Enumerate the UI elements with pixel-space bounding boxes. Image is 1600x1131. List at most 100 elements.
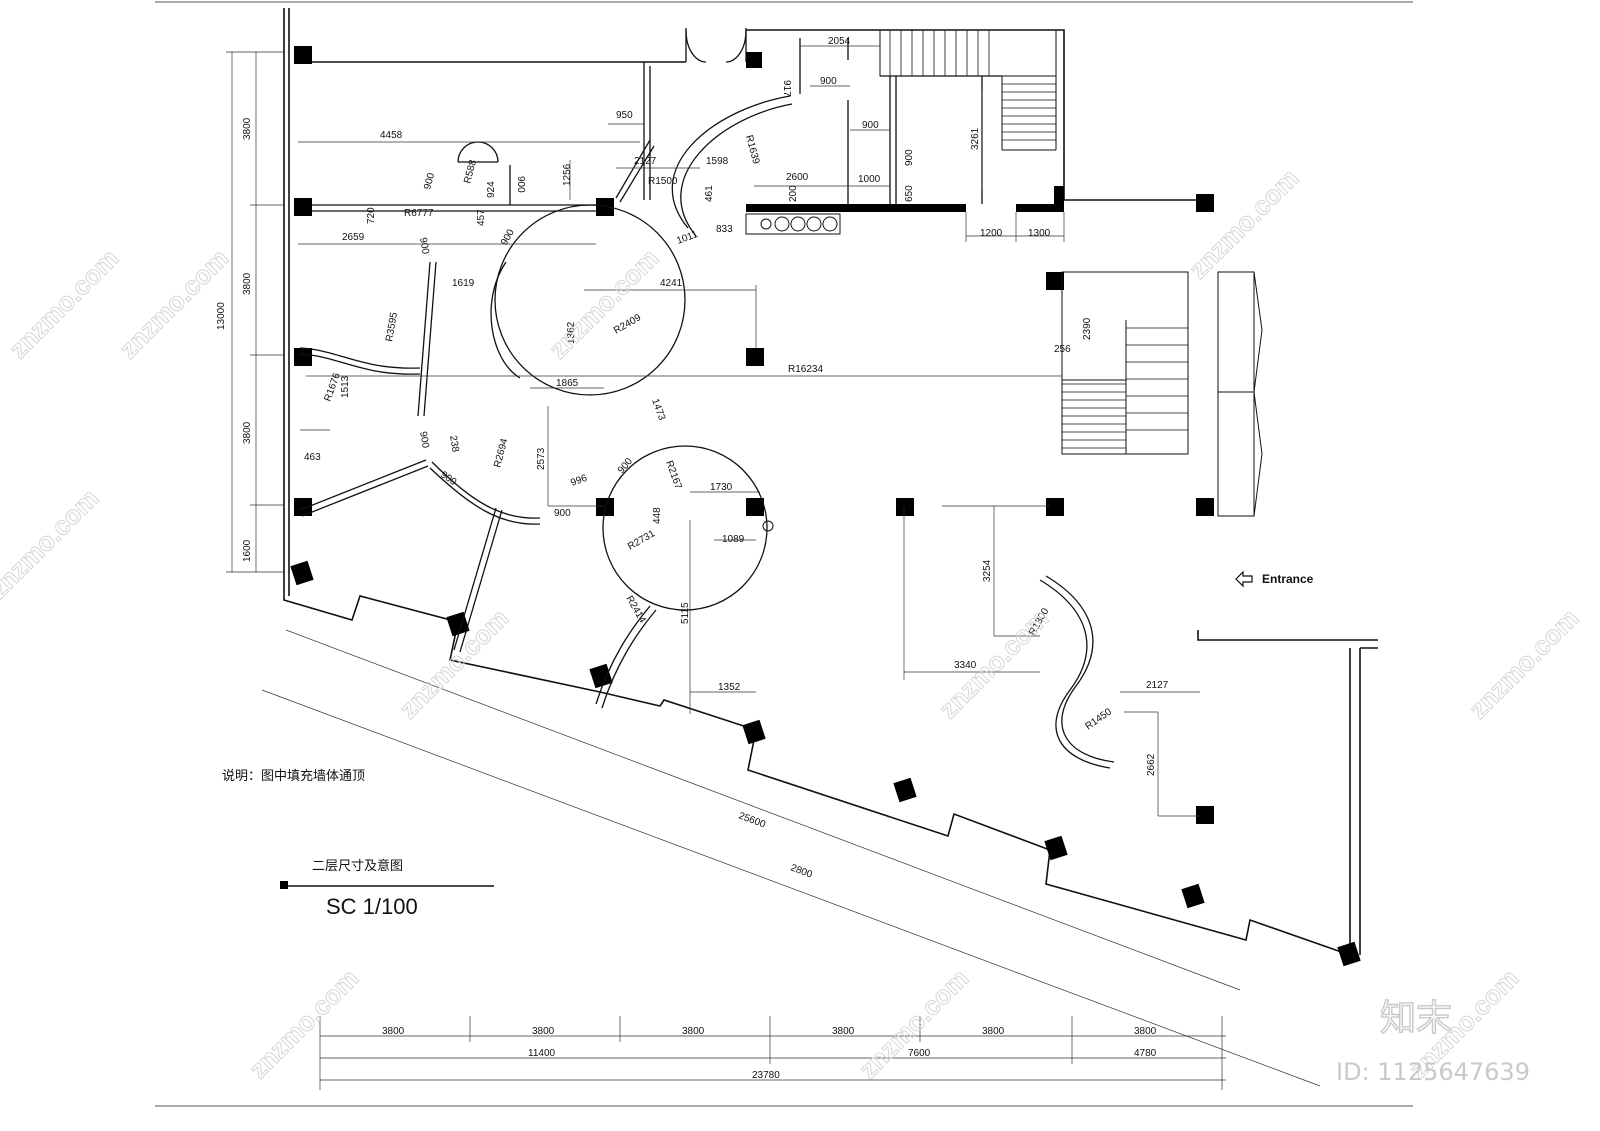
- watermark-9: znzmo.com: [853, 963, 974, 1084]
- dim-950: 950: [616, 110, 633, 121]
- stair-lower: [1061, 271, 1189, 455]
- dim-924: 924: [486, 181, 497, 198]
- dim-238: 238: [447, 435, 461, 454]
- stair-upper-treads: [889, 30, 1056, 141]
- dim-996: 996: [569, 473, 589, 489]
- dim-left-total: 13000: [216, 302, 227, 330]
- filled-walls: [746, 186, 1064, 212]
- dim-2573: 2573: [536, 447, 547, 470]
- dim-463: 463: [304, 452, 321, 463]
- title-block: 二层尺寸及意图 SC 1/100: [280, 858, 494, 919]
- dim-1473: 1473: [649, 397, 667, 422]
- dim-1256: 1256: [562, 163, 573, 186]
- dim-bottom-1: 3800: [382, 1026, 405, 1037]
- dim-R2409: R2409: [612, 312, 643, 336]
- dim-R6777: R6777: [404, 208, 434, 219]
- dim-2390: 2390: [1082, 317, 1093, 340]
- dim-diag-outer: 2800: [789, 863, 814, 881]
- dim-1619: 1619: [452, 278, 475, 289]
- watermark-1: znzmo.com: [3, 243, 124, 364]
- dim-650: 650: [904, 185, 915, 202]
- entrance-marker: Entrance: [1235, 570, 1314, 588]
- dim-bottom-2: 3800: [532, 1026, 555, 1037]
- dim-200: 200: [788, 185, 799, 202]
- dim-bottom-5: 3800: [982, 1026, 1005, 1037]
- watermark-10: znzmo.com: [1463, 603, 1584, 724]
- dim-bottom-4780: 4780: [1134, 1048, 1157, 1059]
- logo-text: 知末: [1380, 998, 1452, 1039]
- site-logo: 知末 ID: 1125647639: [1336, 997, 1530, 1086]
- dim-2600: 2600: [786, 172, 809, 183]
- dim-R1450: R1450: [1083, 706, 1114, 732]
- dimension-lines: [226, 45, 1321, 1090]
- dim-R16234: R16234: [788, 364, 823, 375]
- dim-900-vert: 900: [515, 176, 526, 193]
- columns: [290, 46, 1361, 967]
- dim-4458: 4458: [380, 130, 403, 141]
- dim-900k: 900: [554, 508, 571, 519]
- title-marker: [280, 881, 288, 889]
- dim-5115: 5115: [680, 602, 691, 624]
- toilet-fixtures: [745, 213, 841, 532]
- dim-bottom-6: 3800: [1134, 1026, 1157, 1037]
- watermark-4: znzmo.com: [1183, 163, 1304, 284]
- dim-2127a: 2127: [634, 156, 657, 167]
- watermark-3: znzmo.com: [543, 243, 664, 364]
- dim-2054: 2054: [828, 36, 851, 47]
- dim-2659: 2659: [342, 232, 365, 243]
- dim-3340: 3340: [954, 660, 977, 671]
- dim-bottom-total: 23780: [752, 1070, 780, 1081]
- dim-833: 833: [716, 224, 733, 235]
- dim-R2167: R2167: [663, 459, 684, 491]
- dim-R2694: R2694: [492, 437, 510, 469]
- dim-1730: 1730: [710, 482, 733, 493]
- dim-2662: 2662: [1146, 753, 1157, 776]
- dim-R2731: R2731: [626, 528, 657, 552]
- drawing-title: 二层尺寸及意图: [312, 858, 403, 874]
- dim-900i: 900: [616, 456, 635, 476]
- dim-917: 917: [781, 80, 792, 97]
- dim-bottom-4: 3800: [832, 1026, 855, 1037]
- dim-R1500: R1500: [648, 176, 678, 187]
- dim-900e: 900: [422, 171, 437, 190]
- drawing-scale: SC 1/100: [326, 894, 418, 919]
- dim-R1639: R1639: [743, 134, 761, 166]
- dim-900a: 900: [820, 76, 837, 87]
- dim-900b: 900: [862, 120, 879, 131]
- dim-1352: 1352: [718, 682, 741, 693]
- dim-1598: 1598: [706, 156, 729, 167]
- dim-720: 720: [366, 207, 377, 224]
- dim-bottom-11400: 11400: [528, 1048, 556, 1059]
- dim-left-seg-4: 1600: [242, 539, 253, 562]
- dim-1865: 1865: [556, 378, 579, 389]
- dim-1011: 1011: [675, 229, 699, 247]
- dim-4241: 4241: [660, 278, 683, 289]
- watermark-8: znzmo.com: [243, 963, 364, 1084]
- dim-diag-inner: 25600: [737, 811, 767, 831]
- dim-1300: 1300: [1028, 228, 1051, 239]
- stair-lower-treads: [1062, 327, 1188, 449]
- drawing-note: 说明：图中填充墙体通顶: [222, 768, 365, 784]
- dimension-labels: 13000 3800 3800 3800 1600 3800 3800 3800…: [216, 36, 1169, 1081]
- entrance-arrow-icon: [1235, 570, 1253, 588]
- dim-bottom-3: 3800: [682, 1026, 705, 1037]
- entrance-label: Entrance: [1262, 572, 1314, 586]
- interior-partitions: [299, 28, 1115, 769]
- dim-left-seg-1: 3800: [242, 117, 253, 140]
- sheet-frame: [155, 1, 1413, 1107]
- dim-1089: 1089: [722, 534, 745, 545]
- dim-bottom-7600: 7600: [908, 1048, 931, 1059]
- dim-457: 457: [476, 209, 487, 226]
- dim-900d: 900: [904, 149, 915, 166]
- dim-448: 448: [652, 507, 663, 524]
- ramp-panels: [1217, 271, 1263, 517]
- dim-left-seg-3: 3800: [242, 421, 253, 444]
- dim-1200: 1200: [980, 228, 1003, 239]
- dim-3254: 3254: [982, 559, 993, 582]
- dim-900h: 900: [417, 431, 431, 450]
- dim-900g: 900: [499, 227, 517, 247]
- dim-1362: 1362: [566, 321, 577, 344]
- dim-256: 256: [1054, 344, 1071, 355]
- dim-left-seg-2: 3800: [242, 272, 253, 295]
